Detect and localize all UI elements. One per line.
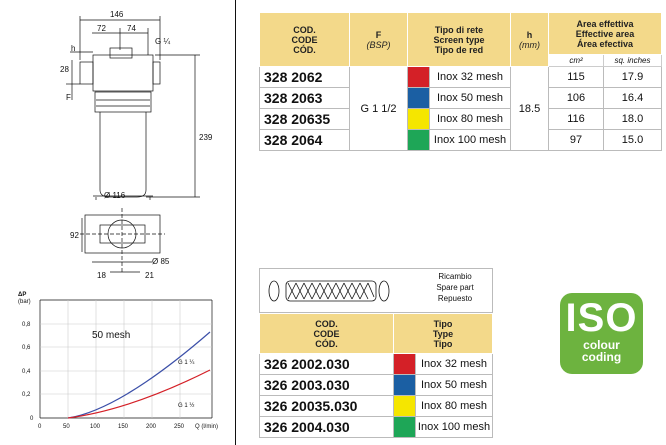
thread-size: G 1 1/2 xyxy=(349,66,408,151)
svg-text:200: 200 xyxy=(146,424,157,430)
dim-18: 18 xyxy=(97,271,106,280)
svg-text:150: 150 xyxy=(118,424,129,430)
header-h: h(mm) xyxy=(510,12,549,67)
technical-drawing-panel: 146 72 74 G ¼ h 28 F 239 Ø 116 92 Ø 85 1… xyxy=(0,0,236,445)
svg-text:0: 0 xyxy=(30,416,34,422)
dim-85: Ø 85 xyxy=(152,257,170,266)
table-row: 326 20035.030 Inox 80 mesh xyxy=(259,395,493,417)
table-row: 326 2002.030 Inox 32 mesh xyxy=(259,353,493,375)
dim-239: 239 xyxy=(199,133,213,142)
header-f: F(BSP) xyxy=(349,12,408,67)
dim-146: 146 xyxy=(110,10,124,19)
dim-72: 72 xyxy=(97,24,106,33)
dim-h: h xyxy=(71,44,75,53)
table-row: 328 2062 G 1 1/2 Inox 32 mesh 18.5 115 1… xyxy=(259,66,662,151)
dim-116: Ø 116 xyxy=(104,191,126,200)
svg-text:0,4: 0,4 xyxy=(22,369,31,375)
h-value: 18.5 xyxy=(510,66,549,151)
curve-g112 xyxy=(67,369,211,419)
curve-g14 xyxy=(67,331,211,419)
table-row: 326 2003.030 Inox 50 mesh xyxy=(259,374,493,396)
svg-text:0,2: 0,2 xyxy=(22,392,31,398)
svg-text:100: 100 xyxy=(90,424,101,430)
dim-21: 21 xyxy=(145,271,154,280)
dim-g14: G ¼ xyxy=(155,37,170,46)
svg-text:250: 250 xyxy=(174,424,185,430)
graph-yunit: (bar) xyxy=(18,299,31,305)
graph-mesh-label: 50 mesh xyxy=(92,330,130,341)
graph-ylabel: ΔP xyxy=(18,292,26,298)
table-row: 328 20635 Inox 80 mesh 116 18.0 xyxy=(259,108,662,130)
table-row: 326 2004.030 Inox 100 mesh xyxy=(259,416,493,438)
screen-cartridge-icon xyxy=(268,280,390,302)
graph-xlabel: Q (l/min) xyxy=(195,424,218,430)
table-row: 328 2063 Inox 50 mesh 106 16.4 xyxy=(259,87,662,109)
svg-text:G 1 ¼: G 1 ¼ xyxy=(178,360,195,366)
svg-text:0,8: 0,8 xyxy=(22,322,31,328)
dim-74: 74 xyxy=(127,24,136,33)
svg-text:0,6: 0,6 xyxy=(22,345,31,351)
filter-drawing: 146 72 74 G ¼ h 28 F 239 Ø 116 92 Ø 85 1… xyxy=(18,10,218,430)
svg-text:50: 50 xyxy=(63,424,70,430)
table-row: 328 2064 Inox 100 mesh 97 15.0 xyxy=(259,129,662,151)
svg-text:G 1 ½: G 1 ½ xyxy=(178,402,194,409)
dim-28: 28 xyxy=(60,65,69,74)
svg-text:0: 0 xyxy=(38,424,42,430)
dim-92: 92 xyxy=(70,231,79,240)
iso-colour-coding-badge: ISO colour coding xyxy=(560,293,643,374)
dim-f: F xyxy=(66,93,71,102)
